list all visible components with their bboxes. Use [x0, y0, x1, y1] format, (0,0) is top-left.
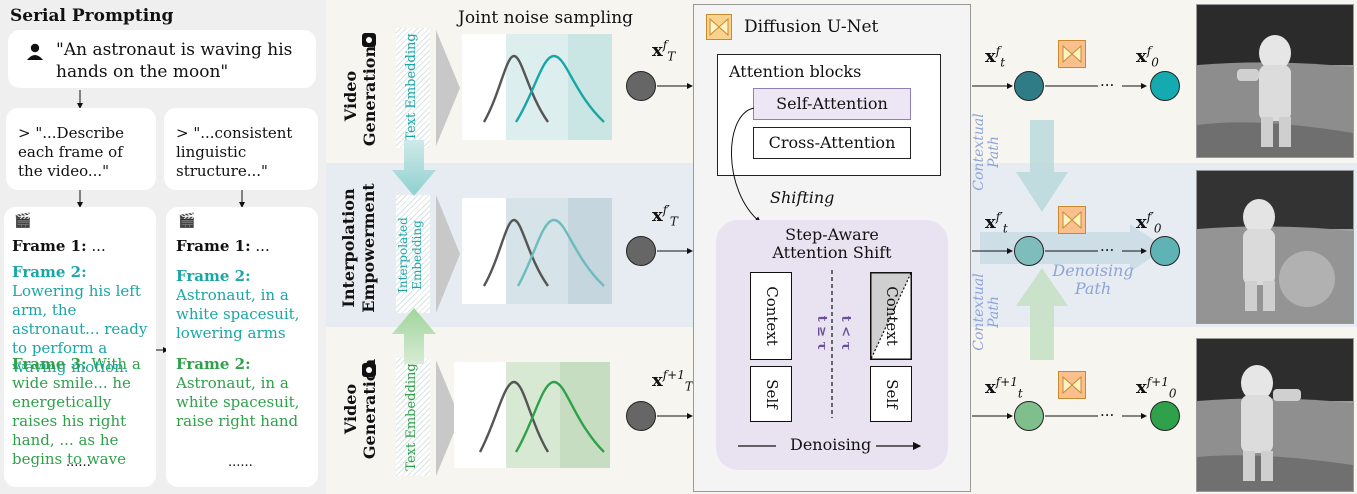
frames-card-structured: 🎬 Frame 1: ... Frame 2:Astronaut, in a w…	[166, 207, 318, 487]
self-box-right	[870, 366, 912, 422]
denoising-label: Denoising	[790, 435, 872, 454]
t-lt-tau: t < τ	[838, 315, 853, 351]
green-arrow-up	[392, 308, 436, 364]
denoising-path-label: Denoising Path	[1052, 261, 1134, 298]
right-connectors	[972, 83, 1147, 419]
frame2-block: Frame 2: Lowering his left arm, the astr…	[12, 263, 148, 376]
xT-label-1: xfT	[652, 38, 676, 64]
r-frame3-block: Frame 2:Astronaut, in a white spacesuit,…	[176, 355, 300, 430]
ellipsis: ......	[66, 455, 91, 470]
ellipsis: ......	[228, 455, 253, 470]
latent-circle	[1150, 401, 1180, 431]
cross-attention-box: Cross-Attention	[753, 127, 911, 159]
clapper-icon: 🎬	[178, 213, 196, 229]
noise-plot-2	[462, 198, 612, 304]
latent-circle	[1014, 71, 1044, 101]
left-arrows	[77, 90, 245, 353]
self-box-left	[750, 366, 792, 422]
describe-text: > "...Describe each frame of the video..…	[18, 124, 124, 180]
self-attention-box: Self-Attention	[753, 88, 911, 120]
unet-icon	[1058, 206, 1086, 234]
x0-label-2: xf′0	[1136, 210, 1162, 236]
text-embedding-strip	[396, 28, 430, 148]
camera-icon	[362, 363, 376, 377]
r-frame2-block: Frame 2:Astronaut, in a white spacesuit,…	[176, 267, 300, 342]
latent-circle	[626, 401, 656, 431]
shifting-label: Shifting	[770, 188, 835, 207]
dots: ···	[1100, 241, 1115, 259]
astronaut-frame-interpolated	[1196, 170, 1354, 324]
self-label: Self	[883, 379, 901, 409]
xt-label-2: xf′t	[985, 210, 1008, 236]
triangles	[436, 30, 460, 476]
x0-label-1: xf0	[1136, 44, 1159, 70]
prompt-card: "An astronaut is waving his hands on the…	[8, 30, 316, 88]
noise-plot-3	[454, 362, 610, 468]
latent-circle	[1014, 236, 1044, 266]
xT-label-2: xf′T	[652, 203, 678, 229]
structure-card: > "...consistent linguistic structure...…	[164, 108, 318, 190]
unet-icon	[1058, 40, 1086, 68]
attention-blocks-label: Attention blocks	[729, 62, 862, 81]
self-attention-label: Self-Attention	[776, 94, 888, 113]
panel-title: Serial Prompting	[10, 6, 174, 26]
context-box-right	[870, 272, 912, 360]
latent-circle	[626, 71, 656, 101]
shifting-arrow	[731, 107, 761, 223]
astronaut-frame-1	[1196, 4, 1354, 158]
latent-circle	[1014, 401, 1044, 431]
r-frame1-line: Frame 1: ...	[176, 237, 270, 255]
text-embedding-strip	[396, 358, 430, 476]
noise-plot-1	[462, 34, 612, 140]
latent-circle	[1150, 236, 1180, 266]
clapper-icon: 🎬	[14, 213, 32, 229]
unet-title: Diffusion U-Net	[744, 17, 879, 37]
latent-circle	[626, 236, 656, 266]
x0-label-3: xf+10	[1136, 375, 1177, 401]
teal-arrow-down	[392, 140, 436, 196]
describe-card: > "...Describe each frame of the video..…	[6, 108, 156, 190]
context-box-left	[750, 272, 792, 360]
self-label: Self	[763, 379, 781, 409]
contextual-arrow-up	[1016, 268, 1068, 360]
latent-circle	[1150, 71, 1180, 101]
contextual-arrow-down	[1016, 120, 1068, 212]
dots: ···	[1100, 76, 1115, 94]
xt-label-1: xft	[985, 44, 1006, 70]
joint-noise-label: Joint noise sampling	[458, 8, 634, 28]
t-ge-tau: t ≥ τ	[814, 315, 829, 351]
frames-card-detailed: 🎬 Frame 1: ... Frame 2: Lowering his lef…	[4, 207, 156, 487]
context-label: Context	[883, 286, 901, 346]
structure-text: > "...consistent linguistic structure...…	[176, 124, 293, 180]
context-label: Context	[763, 286, 781, 346]
interpolated-embedding-strip	[396, 195, 430, 313]
user-icon	[27, 43, 43, 60]
cross-attention-label: Cross-Attention	[768, 133, 896, 152]
xT-label-3: xf+1T	[652, 368, 693, 394]
denoising-arrow	[738, 441, 922, 451]
camera-icon	[362, 33, 376, 47]
frame3-block: Frame 3: With a wide smile... he energet…	[12, 355, 141, 468]
unet-icon	[706, 14, 732, 40]
dots: ···	[1100, 406, 1115, 424]
astronaut-frame-2	[1196, 338, 1354, 492]
frame1-line: Frame 1: ...	[12, 237, 106, 255]
dashed-divider	[831, 270, 833, 418]
xt-label-3: xf+1t	[985, 375, 1023, 401]
prompt-text: "An astronaut is waving his hands on the…	[56, 40, 293, 82]
unet-icon	[1058, 371, 1086, 399]
